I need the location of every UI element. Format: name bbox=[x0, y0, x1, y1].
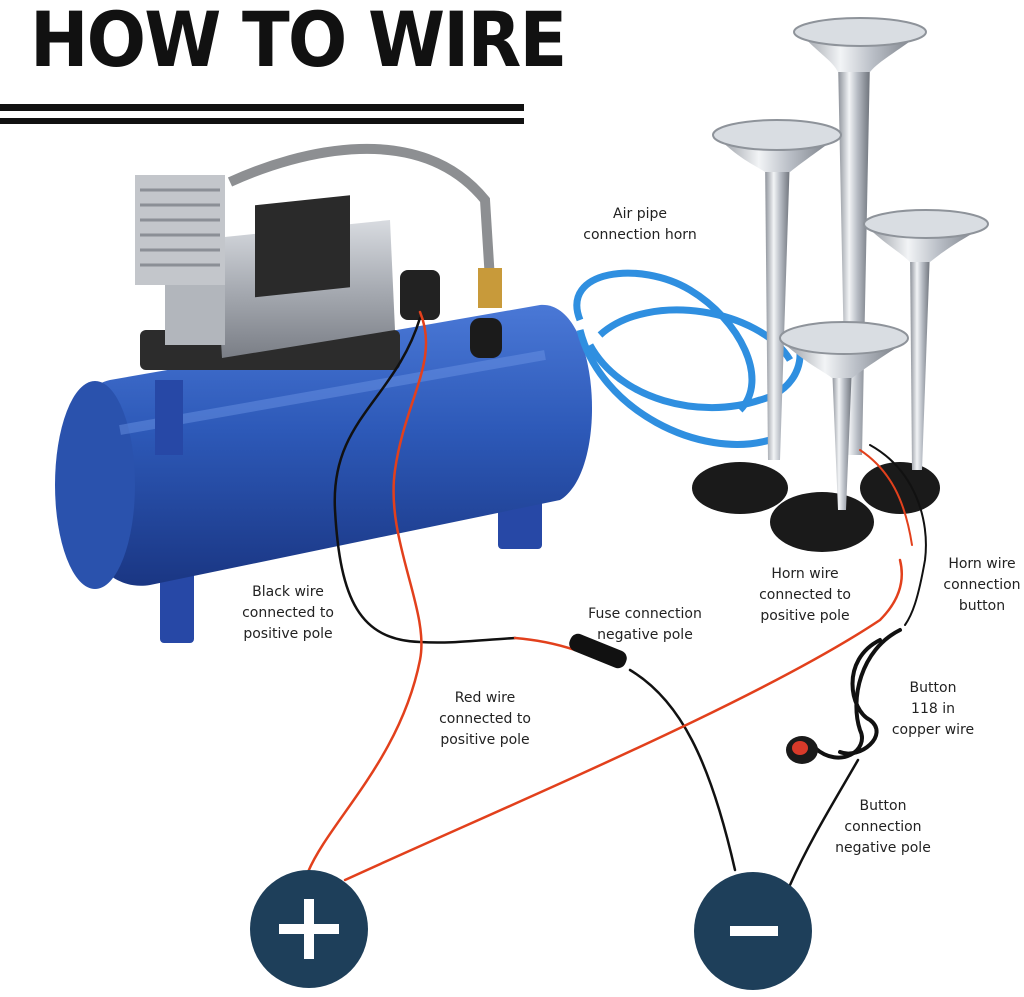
page-title: HOW TO WIRE bbox=[30, 0, 567, 84]
horn-positive-wire bbox=[343, 558, 904, 882]
horn-shortest bbox=[779, 321, 909, 510]
compressor-cylinder-fins bbox=[135, 175, 225, 285]
horn-lead-red bbox=[859, 449, 913, 546]
button-copper-wire bbox=[813, 628, 902, 760]
braided-hose bbox=[227, 144, 495, 281]
fuse-red-segment bbox=[513, 636, 577, 652]
horn-third bbox=[863, 209, 989, 470]
tank-highlight bbox=[119, 350, 546, 435]
brass-fitting bbox=[478, 268, 502, 308]
air-tank bbox=[55, 304, 593, 643]
pressure-gauge bbox=[400, 270, 440, 320]
inline-fuse bbox=[569, 633, 627, 669]
negative-terminal bbox=[694, 872, 812, 990]
wiring bbox=[306, 310, 927, 887]
button-negative-wire bbox=[788, 758, 860, 887]
red-wire bbox=[306, 310, 428, 874]
compressor bbox=[135, 144, 502, 370]
tank-bracket bbox=[155, 380, 183, 455]
push-button bbox=[786, 736, 818, 764]
title-underline bbox=[0, 104, 524, 111]
horn-lead-black bbox=[869, 444, 927, 626]
title-underline-thin bbox=[0, 118, 524, 124]
black-wire bbox=[333, 316, 517, 644]
compressor-warning-label bbox=[255, 195, 350, 298]
tank-foot-left bbox=[160, 565, 194, 643]
horn-second bbox=[712, 119, 842, 460]
tank-valve-cap bbox=[470, 318, 502, 358]
compressor-head bbox=[165, 285, 225, 345]
positive-terminal bbox=[250, 870, 368, 988]
fuse-negative-wire bbox=[628, 668, 737, 872]
tank-body bbox=[67, 304, 593, 586]
horn-trumpets bbox=[692, 17, 989, 552]
air-hose bbox=[573, 269, 804, 448]
tank-end-cap bbox=[55, 381, 135, 589]
horn-bases bbox=[692, 462, 940, 552]
